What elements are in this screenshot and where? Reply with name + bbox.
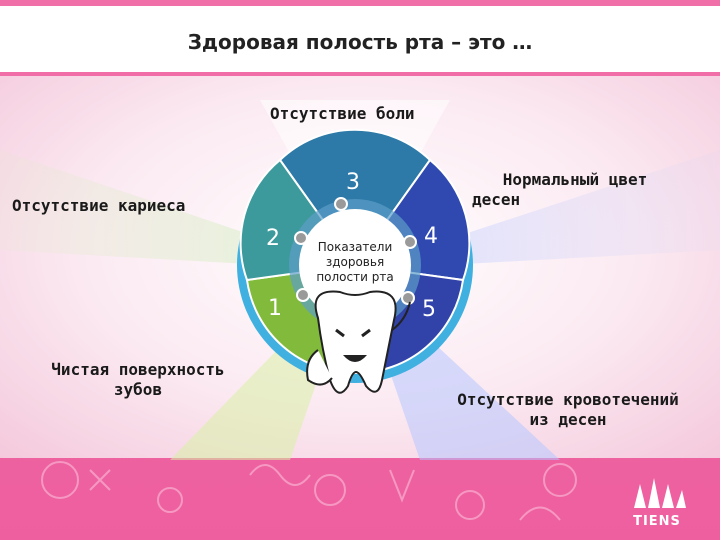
segment-3 (278, 128, 432, 267)
label-normal-gum-color: Нормальный цвет десен (472, 170, 648, 209)
label-no-bleeding: Отсутствие кровотечений из десен (457, 390, 679, 429)
segment-number-5: 5 (422, 297, 436, 322)
tooth-mascot-icon (306, 290, 411, 394)
segment-number-4: 4 (424, 224, 438, 249)
segment-number-2: 2 (266, 226, 280, 251)
wheel-center-text: Показатели здоровья полости рта (316, 240, 394, 284)
logo-text: TIENS (633, 514, 681, 529)
slide-title: Здоровая полость рта – это … (187, 30, 533, 54)
segment-number-3: 3 (346, 170, 360, 195)
label-clean-teeth: Чистая поверхность зубов (51, 360, 225, 399)
label-no-caries: Отсутствие кариеса (12, 196, 186, 215)
title-bar (0, 6, 720, 72)
segment-number-1: 1 (268, 296, 282, 321)
tiens-logo-icon (634, 478, 686, 508)
label-no-pain: Отсутствие боли (270, 104, 415, 123)
